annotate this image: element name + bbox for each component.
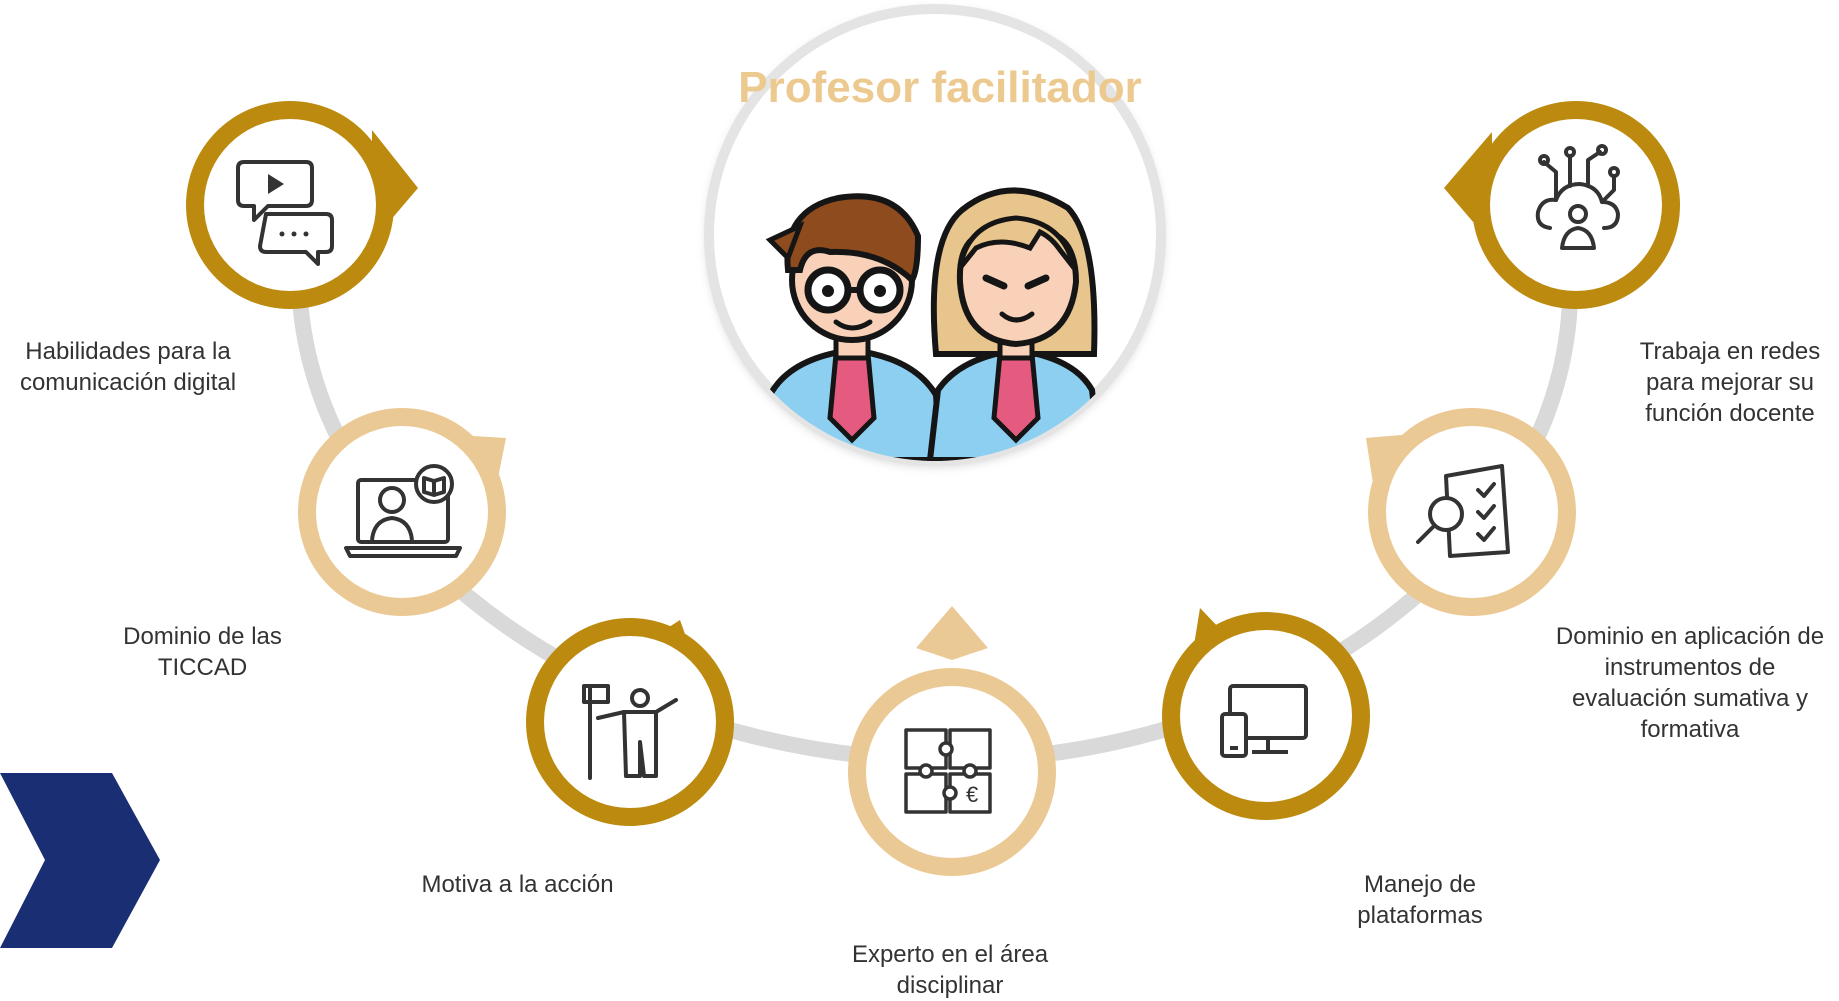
female-teacher-illustration [926,187,1104,461]
video-chat-icon [236,160,334,266]
node-redes [1444,101,1680,309]
node-comunicacion [186,101,418,309]
label-redes: Trabaja en redes para mejorar su función… [1639,338,1821,427]
label-evaluacion: Dominio en aplicación de instrumentos de… [1555,623,1825,743]
cloud-network-icon [1535,144,1620,250]
node-ticcad [298,408,506,616]
label-plataformas: Manejo de plataformas [1357,871,1483,929]
node-pointer [916,606,988,660]
node-evaluacion [1366,408,1576,616]
puzzle-icon: € [904,728,992,814]
label-motiva: Motiva a la acción [421,871,614,898]
svg-text:€: € [966,782,978,807]
label-ticcad: Dominio de las TICCAD [123,623,282,681]
node-experto: € [848,606,1056,876]
flag-person-icon [582,684,678,780]
node-plataformas [1162,608,1370,820]
label-comunicacion: Habilidades para la comunicación digital [19,338,237,396]
label-experto: Experto en el área disciplinar [851,941,1049,999]
devices-icon [1220,684,1308,758]
next-chevron-icon[interactable] [0,773,160,948]
checklist-magnifier-icon [1416,464,1510,558]
center-title: Profesor facilitador [738,63,1142,112]
node-motiva [526,618,734,826]
online-teacher-icon [344,464,462,558]
